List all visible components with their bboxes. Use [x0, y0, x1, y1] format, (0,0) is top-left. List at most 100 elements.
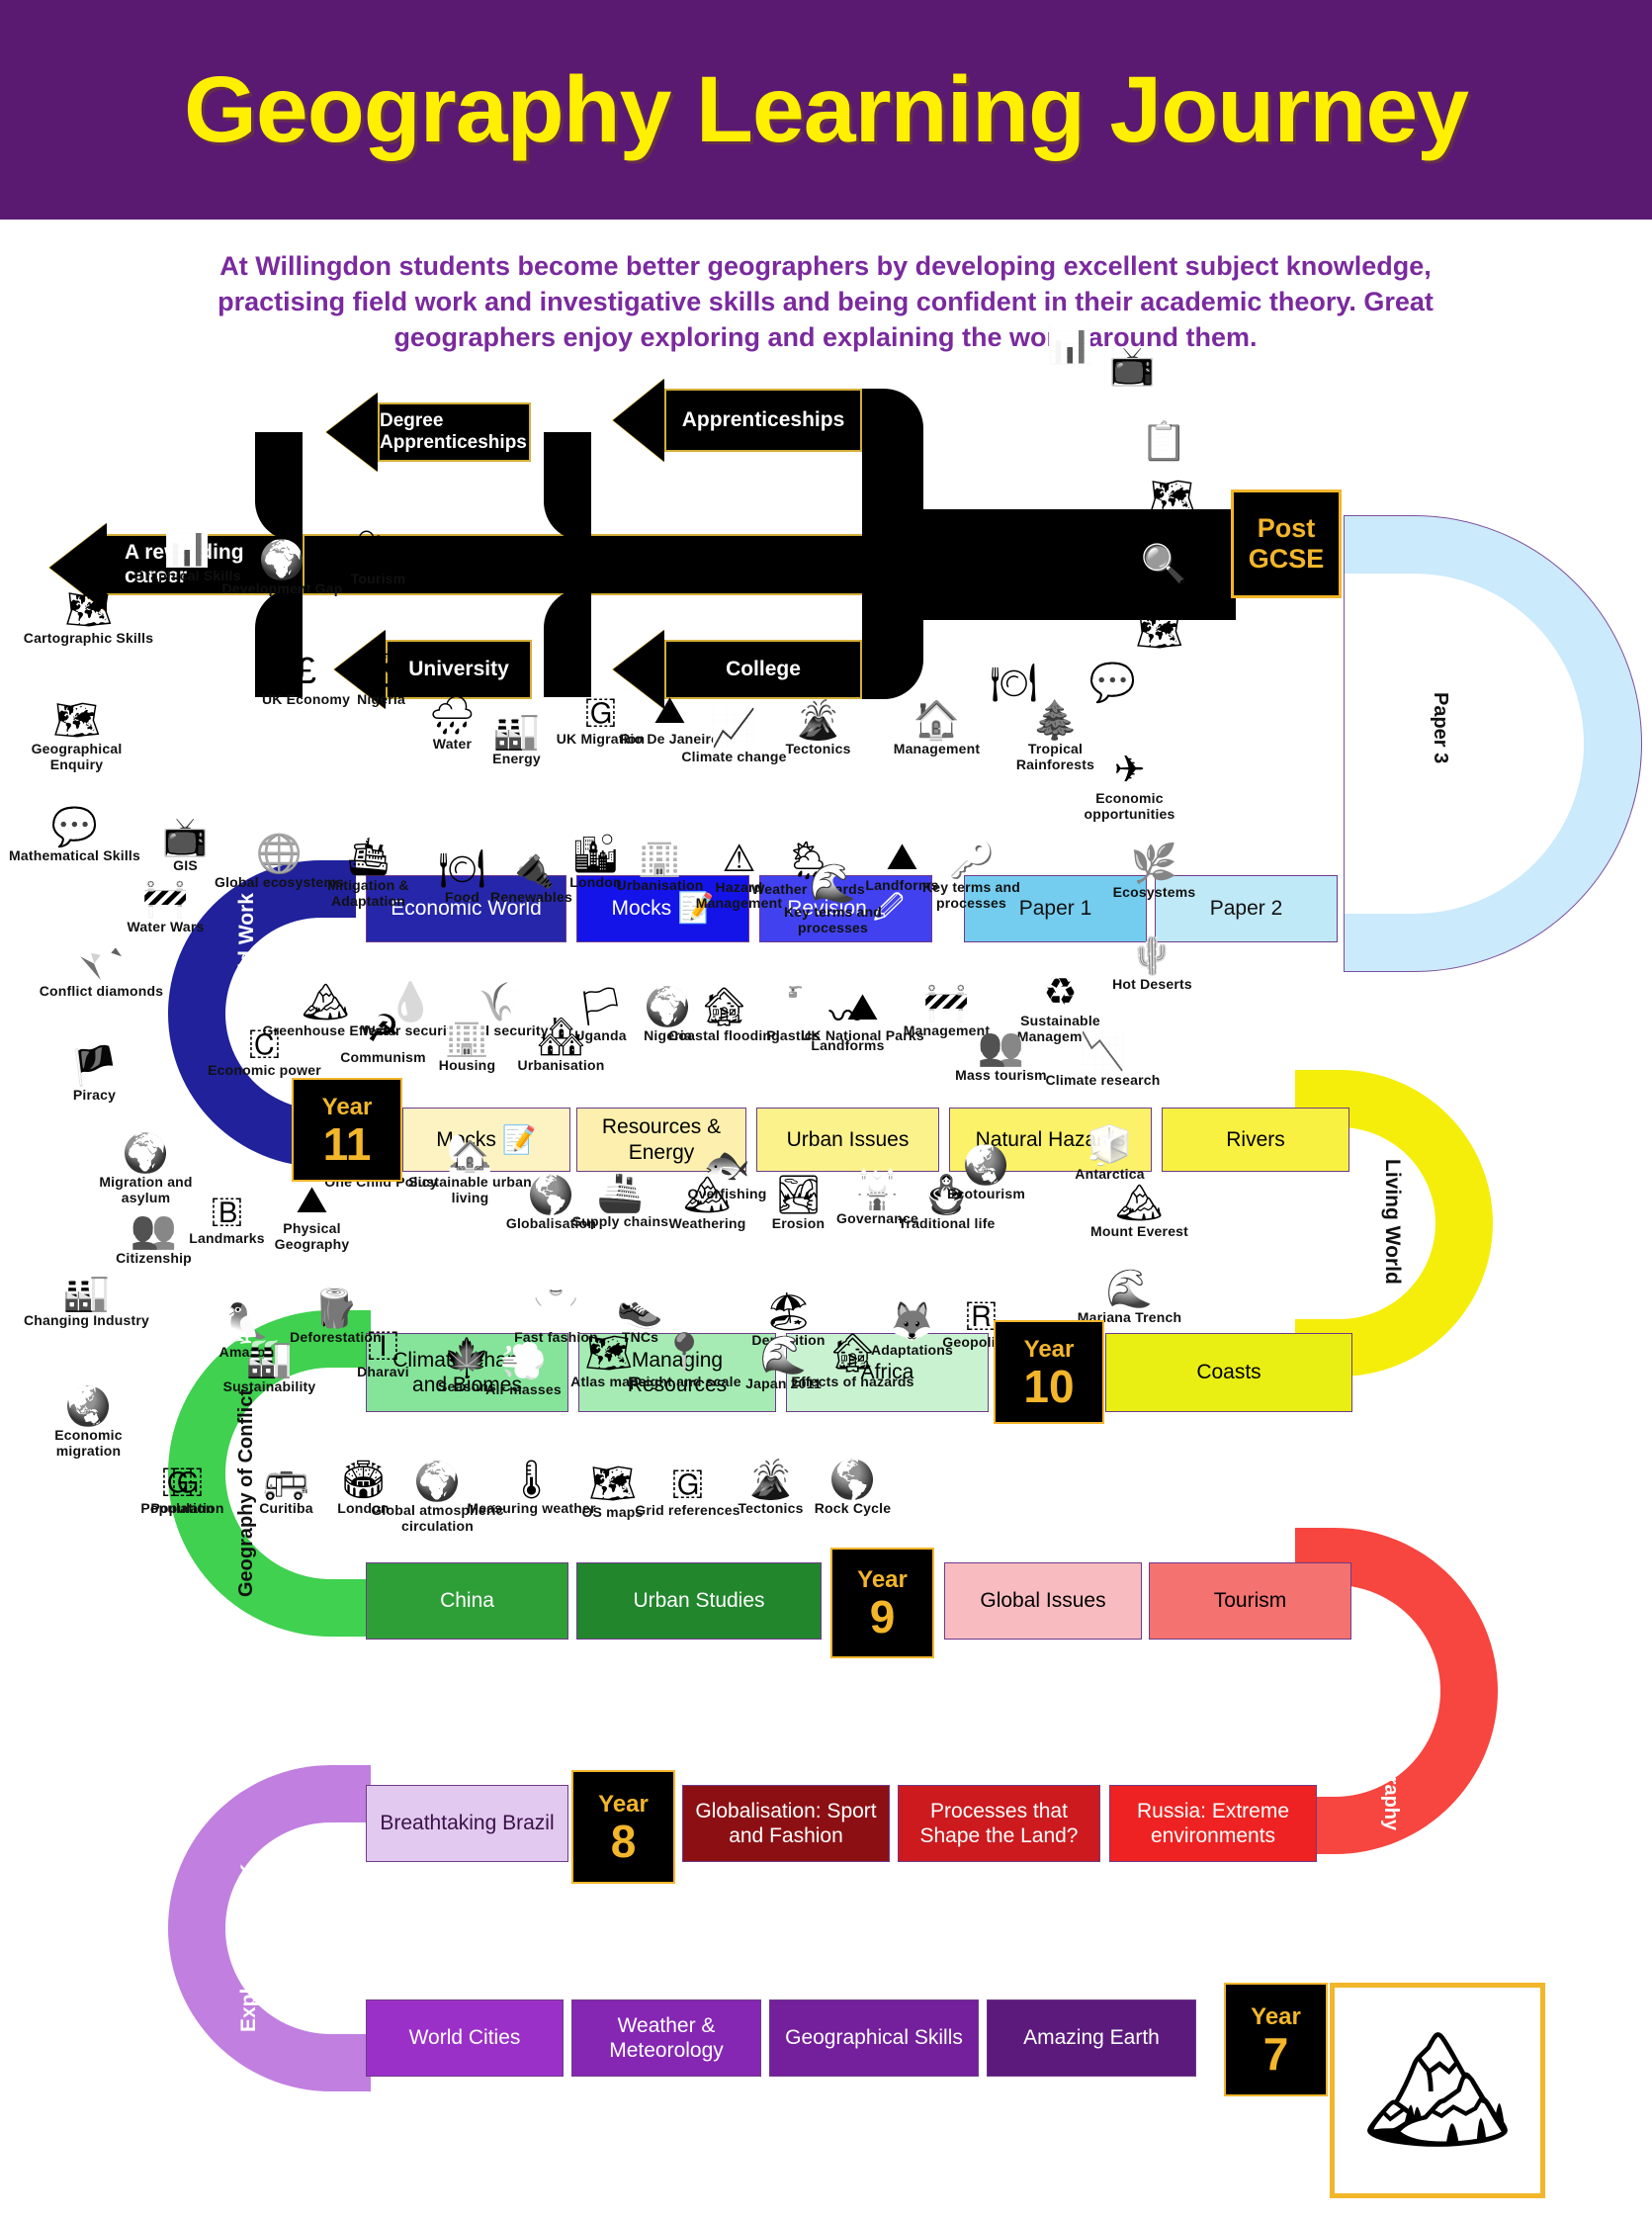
- intro-line-1: At Willingdon students become better geo…: [219, 251, 1432, 281]
- topic-economic-world[interactable]: Economic World: [366, 875, 566, 942]
- topic-coasts[interactable]: Coasts: [1105, 1333, 1352, 1412]
- tower-block-icon: 🏘: [537, 1017, 585, 1058]
- tsunami-icon: 🌊: [759, 1335, 808, 1376]
- satellite-urbanisation: 🏢Urbanisation: [593, 839, 727, 894]
- satellite-label: Economic migration: [54, 1427, 123, 1459]
- satellite-label: Urbanisation: [517, 1057, 605, 1073]
- topic-urban-issues[interactable]: Urban Issues: [756, 1108, 939, 1172]
- apprenticeships-label: Apprenticeships: [681, 408, 845, 431]
- satellite-citizenship: 👥Citizenship: [87, 1211, 220, 1267]
- year-word: Year: [1251, 2002, 1301, 2030]
- topic-tourism[interactable]: Tourism: [1149, 1562, 1351, 1640]
- topic-label: Tourism: [1213, 1589, 1287, 1613]
- topic-label: Coasts: [1196, 1361, 1261, 1384]
- topic-breathtaking-brazil[interactable]: Breathtaking Brazil: [366, 1785, 568, 1862]
- satellite-effects-of-hazards: 🏚Effects of hazards: [786, 1335, 919, 1390]
- satellite-sustainable-urban-living: 🏡Sustainable urban living: [403, 1135, 537, 1205]
- arc-exploring-the-uk: [168, 1765, 371, 2091]
- satellite-map-pin-icon: 🗺: [1105, 480, 1239, 517]
- satellite-label: Landmarks: [189, 1230, 265, 1246]
- satellite-label: Management: [893, 741, 981, 756]
- equation-icon: 💬: [1088, 663, 1137, 704]
- topic-natural-hazards[interactable]: Natural Hazards: [949, 1108, 1152, 1172]
- topic-africa[interactable]: Africa: [786, 1333, 989, 1412]
- post-gcse-line-1: Post: [1257, 512, 1316, 543]
- research-icon: 📉: [1079, 1031, 1127, 1073]
- rainforest-icon: 🌲: [1031, 700, 1080, 742]
- year-number: 10: [1023, 1360, 1075, 1412]
- satellite-renewables: 🔌Renewables: [465, 850, 598, 906]
- satellite-label: Hazard Management: [695, 879, 783, 911]
- boat-icon: 🛳: [344, 837, 392, 878]
- college-button[interactable]: College: [664, 640, 862, 699]
- topic-world-cities[interactable]: World Cities: [366, 1999, 564, 2077]
- jamaica-badge-icon: 🏷: [354, 530, 402, 572]
- fish-icon: 🐟: [703, 1145, 751, 1187]
- satellite-adaptations: 🦊Adaptations: [845, 1303, 979, 1359]
- year-chip-11: Year 11: [292, 1078, 402, 1182]
- satellite-london: 🏙London: [529, 836, 662, 891]
- satellite-label: Grid references: [635, 1502, 740, 1518]
- topic-label: Globalisation: Sport and Fashion: [695, 1799, 877, 1847]
- topic-mocks-y11[interactable]: Mocks 📝: [402, 1108, 570, 1172]
- topic-revision[interactable]: Revision 🖉: [759, 875, 932, 942]
- satellite-atlas-maps: 🗺Atlas maps: [542, 1335, 675, 1390]
- satellite-amazon: 🦜Amazon: [180, 1305, 313, 1361]
- satellite-label: Effects of hazards: [791, 1374, 914, 1389]
- apprenticeships-button[interactable]: Apprenticeships: [664, 389, 862, 452]
- climate-graph-icon: 📈: [710, 708, 758, 750]
- everest-icon: 🏔: [1115, 1183, 1164, 1224]
- satellite-label: Mass tourism: [955, 1067, 1047, 1083]
- pound-coin-icon: £: [295, 651, 317, 692]
- globe-circ-icon: 🌍: [413, 1462, 462, 1503]
- factory-gear-icon: 🏭: [62, 1272, 111, 1313]
- topic-global-issues[interactable]: Global Issues: [944, 1562, 1142, 1640]
- topic-urban-studies[interactable]: Urban Studies: [576, 1562, 822, 1640]
- topic-label: Mocks: [611, 897, 672, 921]
- satellite-label: Deforestation: [290, 1329, 382, 1345]
- university-button[interactable]: University: [386, 640, 532, 699]
- year-chip-9: Year 9: [830, 1548, 934, 1658]
- satellite-label: Migration and asylum: [99, 1174, 193, 1205]
- topic-china[interactable]: China: [366, 1562, 568, 1640]
- topic-amazing-earth[interactable]: Amazing Earth: [987, 1999, 1196, 2077]
- topic-russia-extreme-environments[interactable]: Russia: Extreme environments: [1109, 1785, 1317, 1862]
- satellite-tectonics: 🌋Tectonics: [751, 702, 885, 757]
- satellite-graphical-skills: 📊Graphical Skills: [121, 529, 254, 584]
- display-icon: 📺: [161, 817, 210, 858]
- topic-paper-2[interactable]: Paper 2: [1155, 875, 1338, 942]
- topic-climate-change-biomes[interactable]: Climate Change and Biomes: [366, 1333, 568, 1412]
- topic-mocks-gcse[interactable]: Mocks 📝: [576, 875, 749, 942]
- china-map-icon: 🇨: [247, 1021, 282, 1063]
- satellite-label: Traditional life: [898, 1215, 996, 1231]
- arc-exploring-the-uk-label: Exploring the UK: [237, 1864, 261, 2032]
- bar-chart-icon: 📊: [1046, 324, 1094, 366]
- sustain-icon: ♻: [1043, 972, 1078, 1014]
- satellite-label: Tourism: [350, 571, 406, 586]
- erosion-icon: 🏞: [774, 1175, 823, 1216]
- satellite-label: Conflict diamonds: [39, 983, 164, 999]
- topic-processes-shape-land[interactable]: Processes that Shape the Land?: [898, 1785, 1100, 1862]
- topic-globalisation-sport-fashion[interactable]: Globalisation: Sport and Fashion: [682, 1785, 890, 1862]
- globe-people-icon: 🌍: [122, 1133, 170, 1175]
- living-world-text: Living World: [1381, 1159, 1404, 1285]
- topic-geographical-skills[interactable]: Geographical Skills: [769, 1999, 979, 2077]
- degree-apprenticeships-button[interactable]: Degree Apprenticeships: [378, 402, 531, 462]
- topic-label: Paper 2: [1209, 897, 1283, 921]
- topic-rivers[interactable]: Rivers: [1162, 1108, 1349, 1172]
- topic-label: Amazing Earth: [1023, 2026, 1160, 2050]
- topic-resources-energy[interactable]: Resources & Energy: [576, 1108, 746, 1172]
- satellite-label: Coastal flooding: [668, 1027, 780, 1043]
- volcano-icon: 🌋: [746, 1460, 795, 1501]
- topic-paper-1[interactable]: Paper 1: [964, 875, 1147, 942]
- os-map-icon: 🗺: [588, 1464, 637, 1505]
- topic-label: Urban Issues: [786, 1127, 910, 1151]
- year-chip-10: Year 10: [994, 1320, 1104, 1424]
- topic-label: World Cities: [408, 2026, 521, 2050]
- satellite-label: Height and scale: [628, 1374, 741, 1389]
- satellite-label: Japan 2011: [745, 1376, 822, 1391]
- satellite-housing: 🏢Housing: [400, 1019, 534, 1074]
- topic-managing-resources[interactable]: Managing Resources: [578, 1333, 776, 1412]
- satellite-traditional-life: 🪆Traditional life: [880, 1177, 1013, 1232]
- topic-weather-meteorology[interactable]: Weather & Meteorology: [571, 1999, 761, 2077]
